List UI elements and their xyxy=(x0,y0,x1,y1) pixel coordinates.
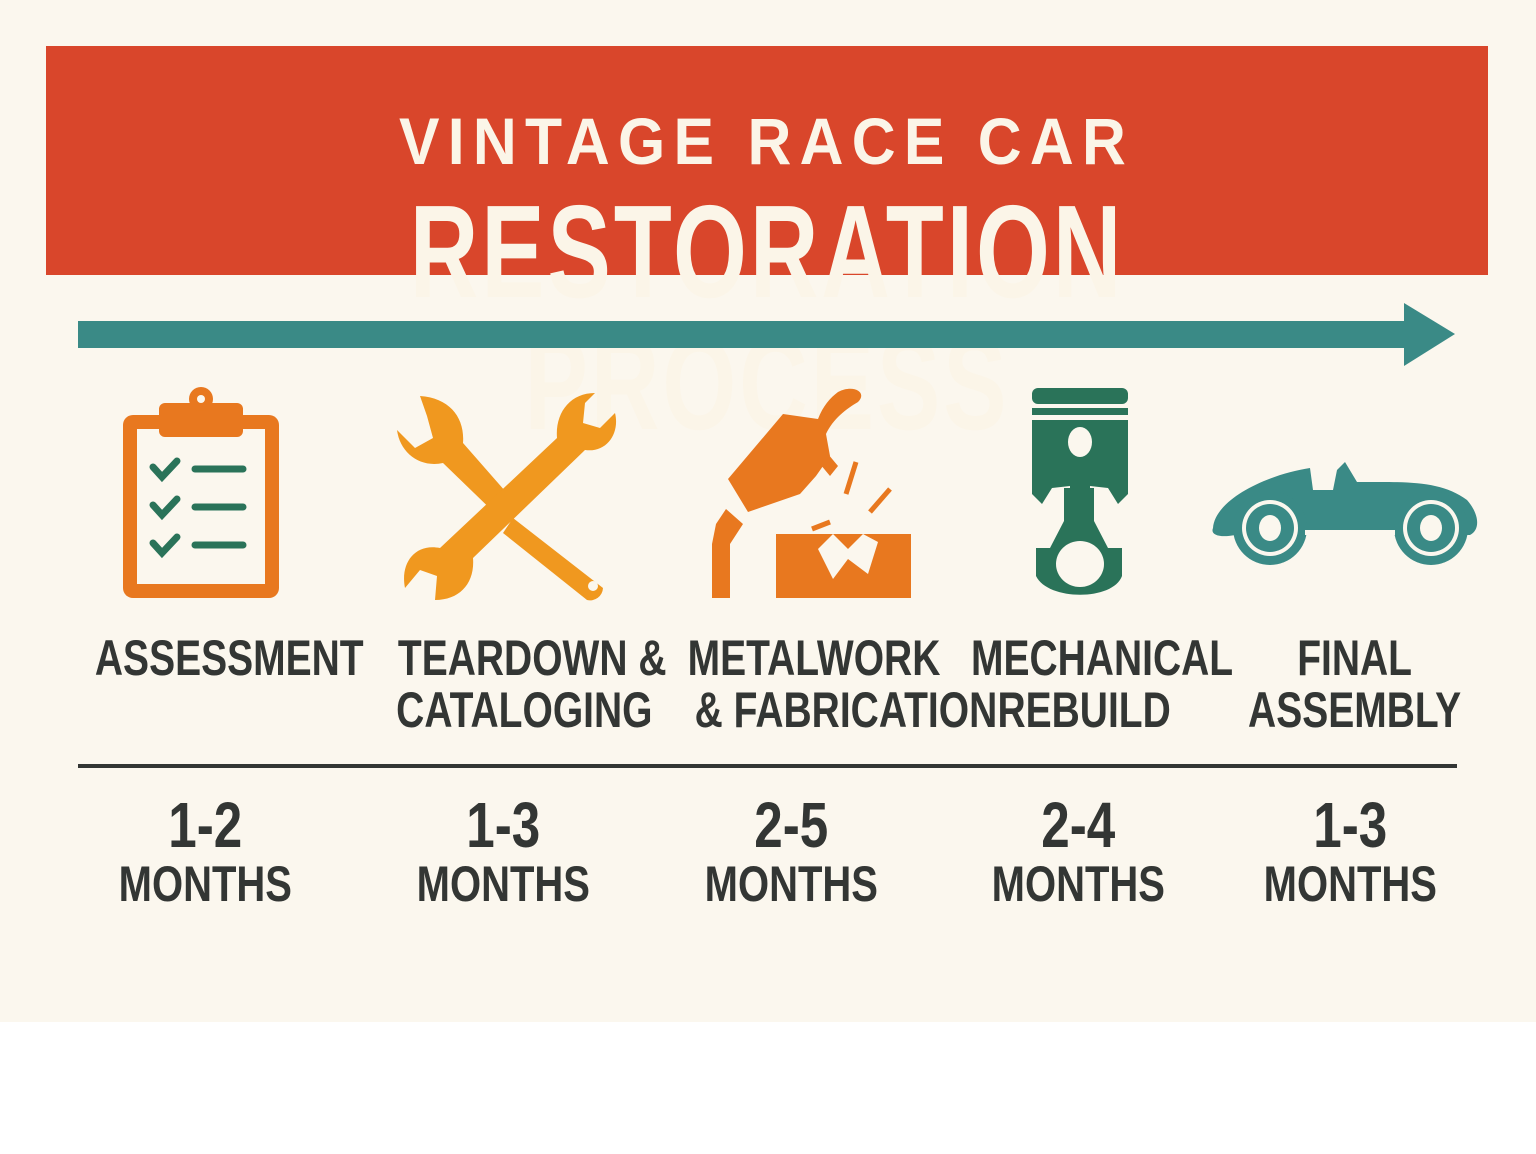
title-banner: VINTAGE RACE CAR RESTORATION PROCESS xyxy=(46,46,1488,450)
subtitle: VINTAGE RACE CAR xyxy=(399,104,1135,178)
step-label-line: CATALOGING xyxy=(396,682,653,738)
step-label-metalwork: METALWORK & FABRICATION xyxy=(652,630,998,736)
step-label-teardown: TEARDOWN & CATALOGING xyxy=(360,632,666,738)
duration-value: 1-3 xyxy=(1313,789,1387,861)
clipboard-checklist-icon xyxy=(123,387,279,598)
duration-final-assembly: 1-3 MONTHS xyxy=(1200,792,1500,910)
timeline-arrow-icon xyxy=(78,303,1455,366)
race-car-icon xyxy=(1212,462,1478,565)
duration-value: 1-3 xyxy=(466,789,540,861)
duration-teardown: 1-3 MONTHS xyxy=(353,792,653,910)
step-label-line: FINAL xyxy=(1297,630,1413,686)
divider xyxy=(78,764,1457,768)
step-label-mechanical: MECHANICAL REBUILD xyxy=(934,632,1234,736)
duration-unit: MONTHS xyxy=(991,856,1165,912)
step-label-assessment: ASSESSMENT xyxy=(57,632,364,684)
step-label-line: TEARDOWN & xyxy=(397,630,667,686)
step-label-line: & FABRICATION xyxy=(694,682,998,738)
duration-metalwork: 2-5 MONTHS xyxy=(641,792,941,910)
duration-value: 1-2 xyxy=(168,789,242,861)
welding-torch-icon xyxy=(712,388,911,598)
duration-unit: MONTHS xyxy=(704,856,878,912)
step-label-final-assembly: FINAL ASSEMBLY xyxy=(1205,632,1505,736)
crossed-wrenches-icon xyxy=(397,393,617,601)
step-label-line: METALWORK xyxy=(687,630,941,686)
duration-unit: MONTHS xyxy=(416,856,590,912)
step-label-line: ASSESSMENT xyxy=(94,630,364,686)
duration-assessment: 1-2 MONTHS xyxy=(55,792,355,910)
step-label-line: MECHANICAL xyxy=(970,630,1234,686)
duration-unit: MONTHS xyxy=(1263,856,1437,912)
step-label-line: ASSEMBLY xyxy=(1248,682,1462,738)
duration-mechanical: 2-4 MONTHS xyxy=(928,792,1228,910)
piston-icon xyxy=(1032,388,1128,595)
duration-value: 2-5 xyxy=(754,789,828,861)
duration-value: 2-4 xyxy=(1041,789,1115,861)
duration-unit: MONTHS xyxy=(118,856,292,912)
step-label-line: REBUILD xyxy=(997,682,1171,738)
